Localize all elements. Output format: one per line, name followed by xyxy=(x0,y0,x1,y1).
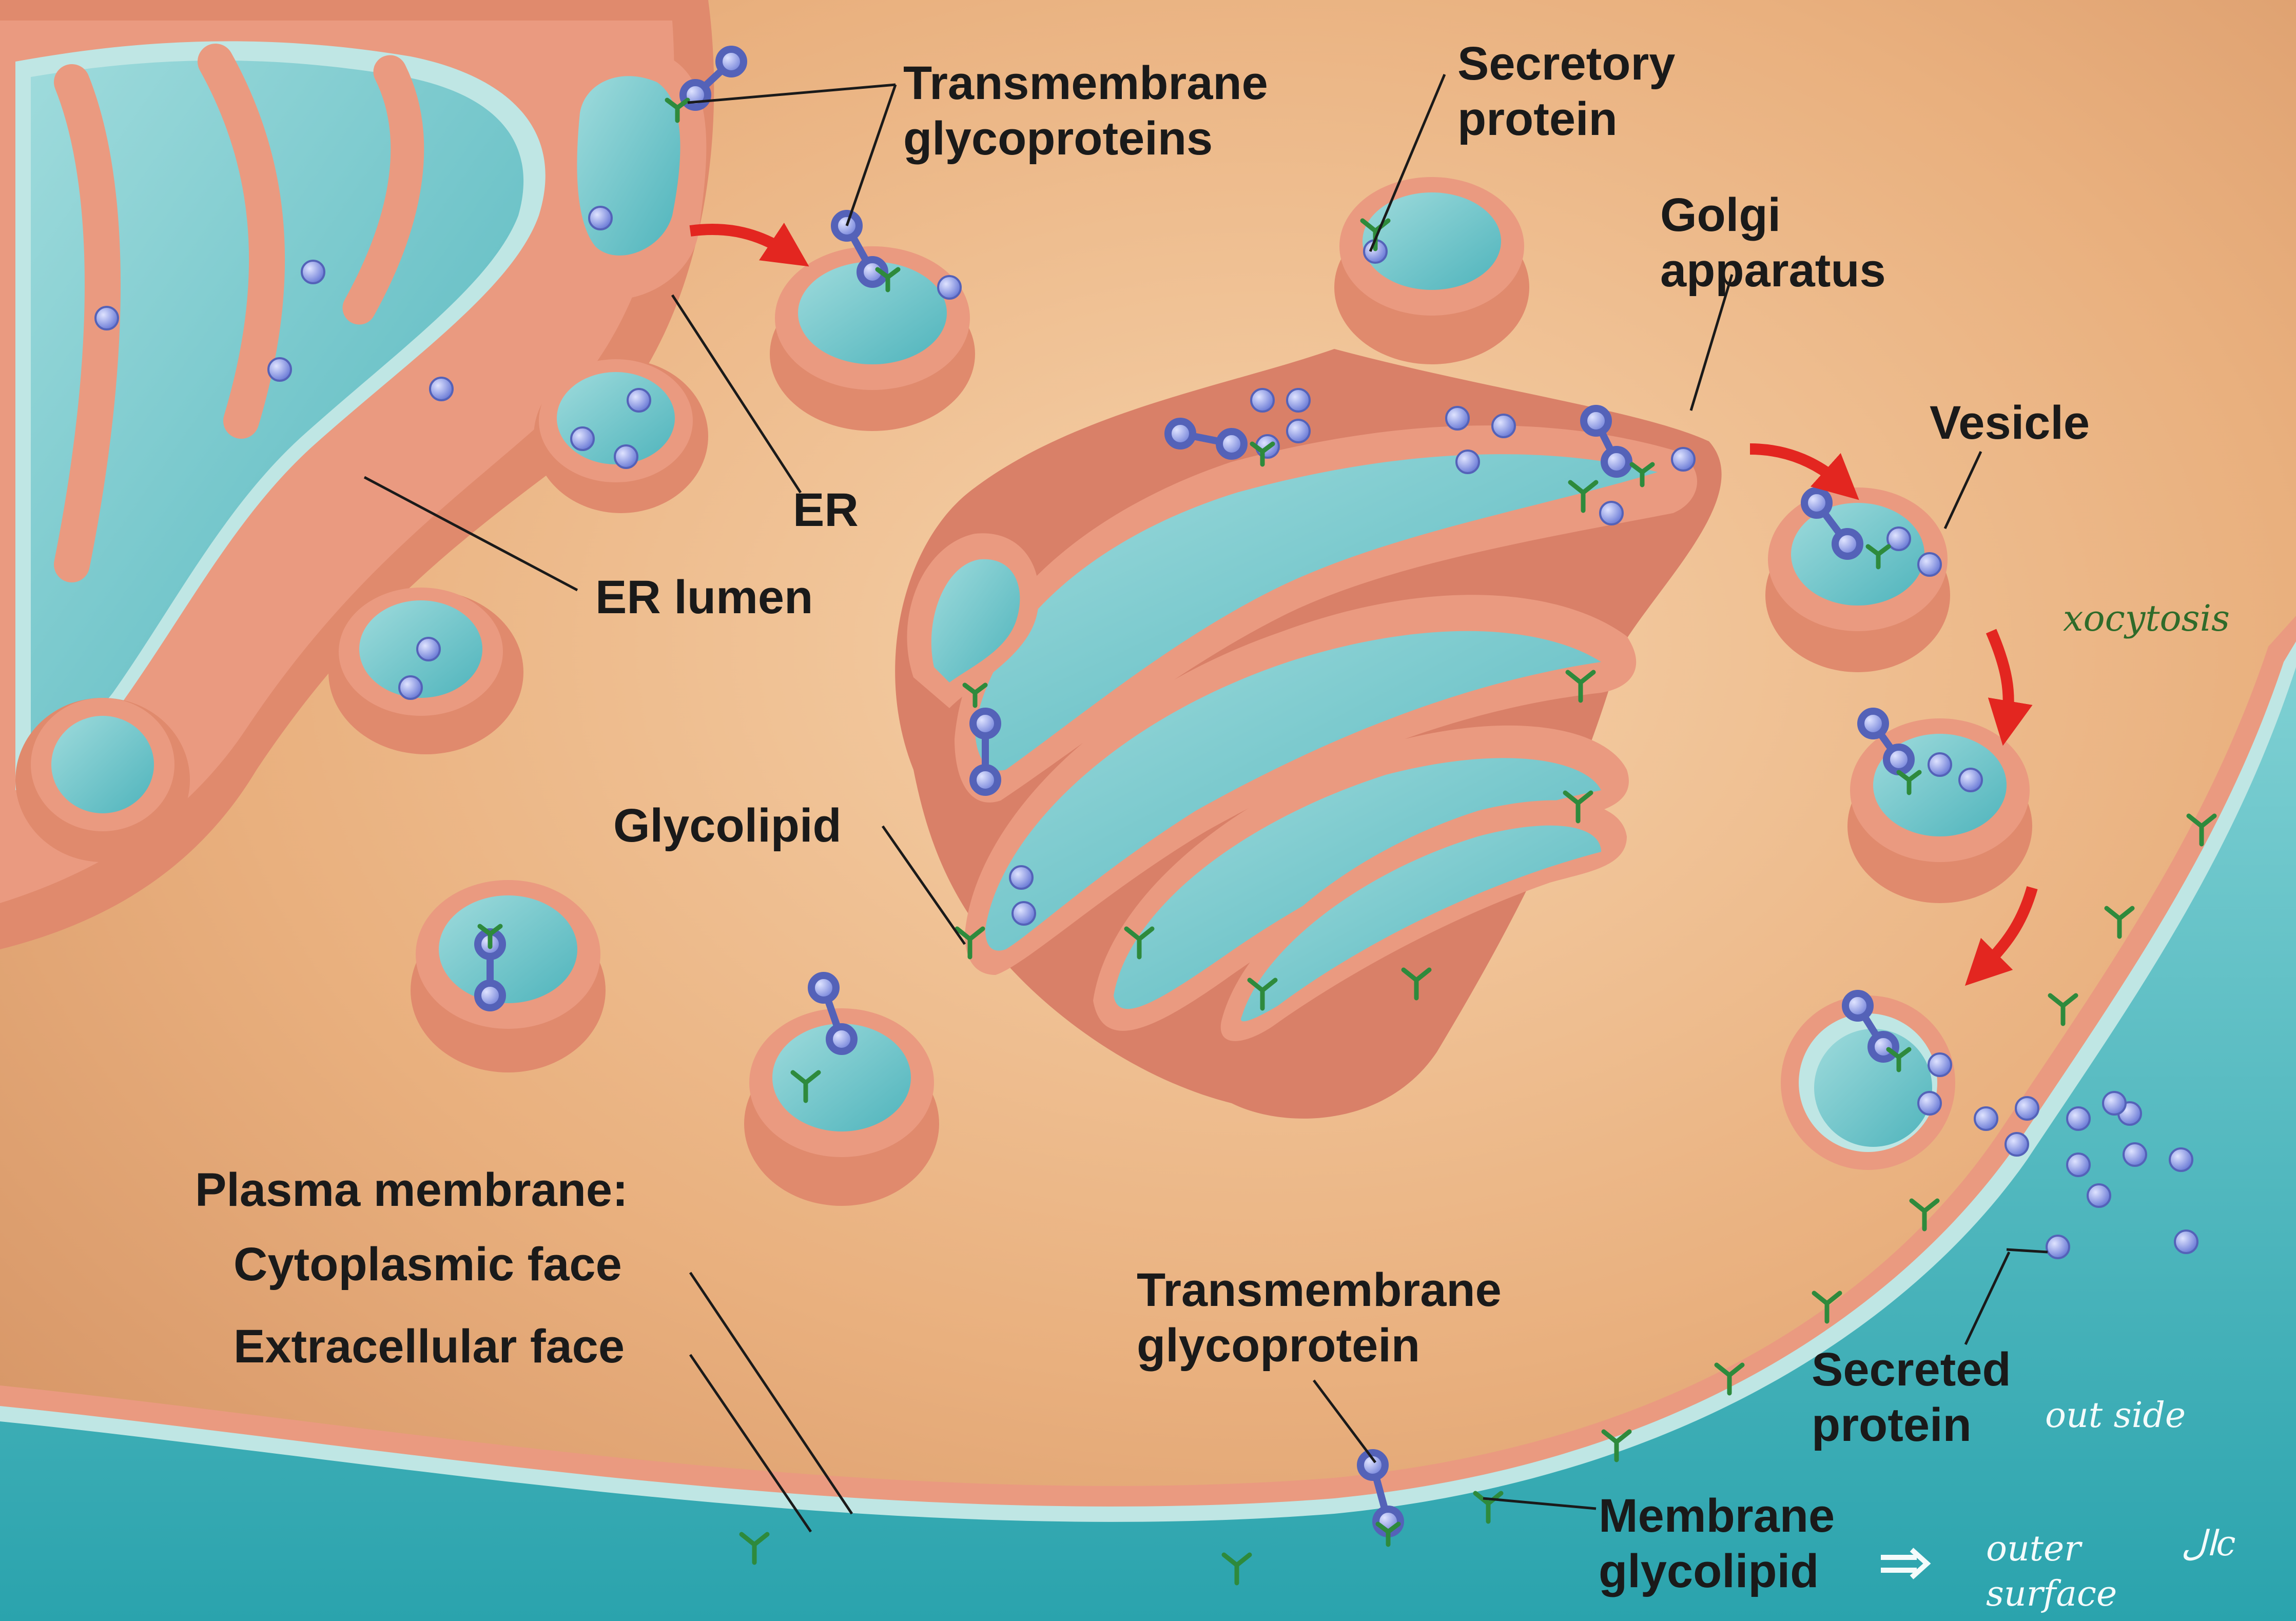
label-transmembrane-glycoprotein: Transmembrane glycoprotein xyxy=(1137,1262,1502,1373)
label-transmembrane-glycoproteins: Transmembrane glycoproteins xyxy=(903,55,1268,166)
annotation-exocytosis: xocytosis xyxy=(2063,600,2230,636)
label-glycolipid: Glycolipid xyxy=(613,798,842,853)
label-secreted-protein: Secreted protein xyxy=(1812,1342,2011,1453)
label-extracellular-face: Extracellular face xyxy=(234,1319,625,1374)
label-golgi-apparatus: Golgi apparatus xyxy=(1660,187,1886,298)
label-secretory-protein: Secretory protein xyxy=(1457,36,1675,147)
label-cytoplasmic-face: Cytoplasmic face xyxy=(234,1237,622,1292)
label-vesicle: Vesicle xyxy=(1930,395,2090,451)
label-plasma-membrane: Plasma membrane: xyxy=(195,1162,628,1218)
annotation-arabic: الc xyxy=(2181,1527,2235,1561)
label-er-lumen: ER lumen xyxy=(595,570,813,625)
label-er: ER xyxy=(793,482,859,538)
label-membrane-glycolipid: Membrane glycolipid xyxy=(1599,1488,1835,1599)
annotation-out-side: out side xyxy=(2045,1398,2186,1433)
annotation-outer-surface: outer surface xyxy=(1986,1527,2117,1617)
